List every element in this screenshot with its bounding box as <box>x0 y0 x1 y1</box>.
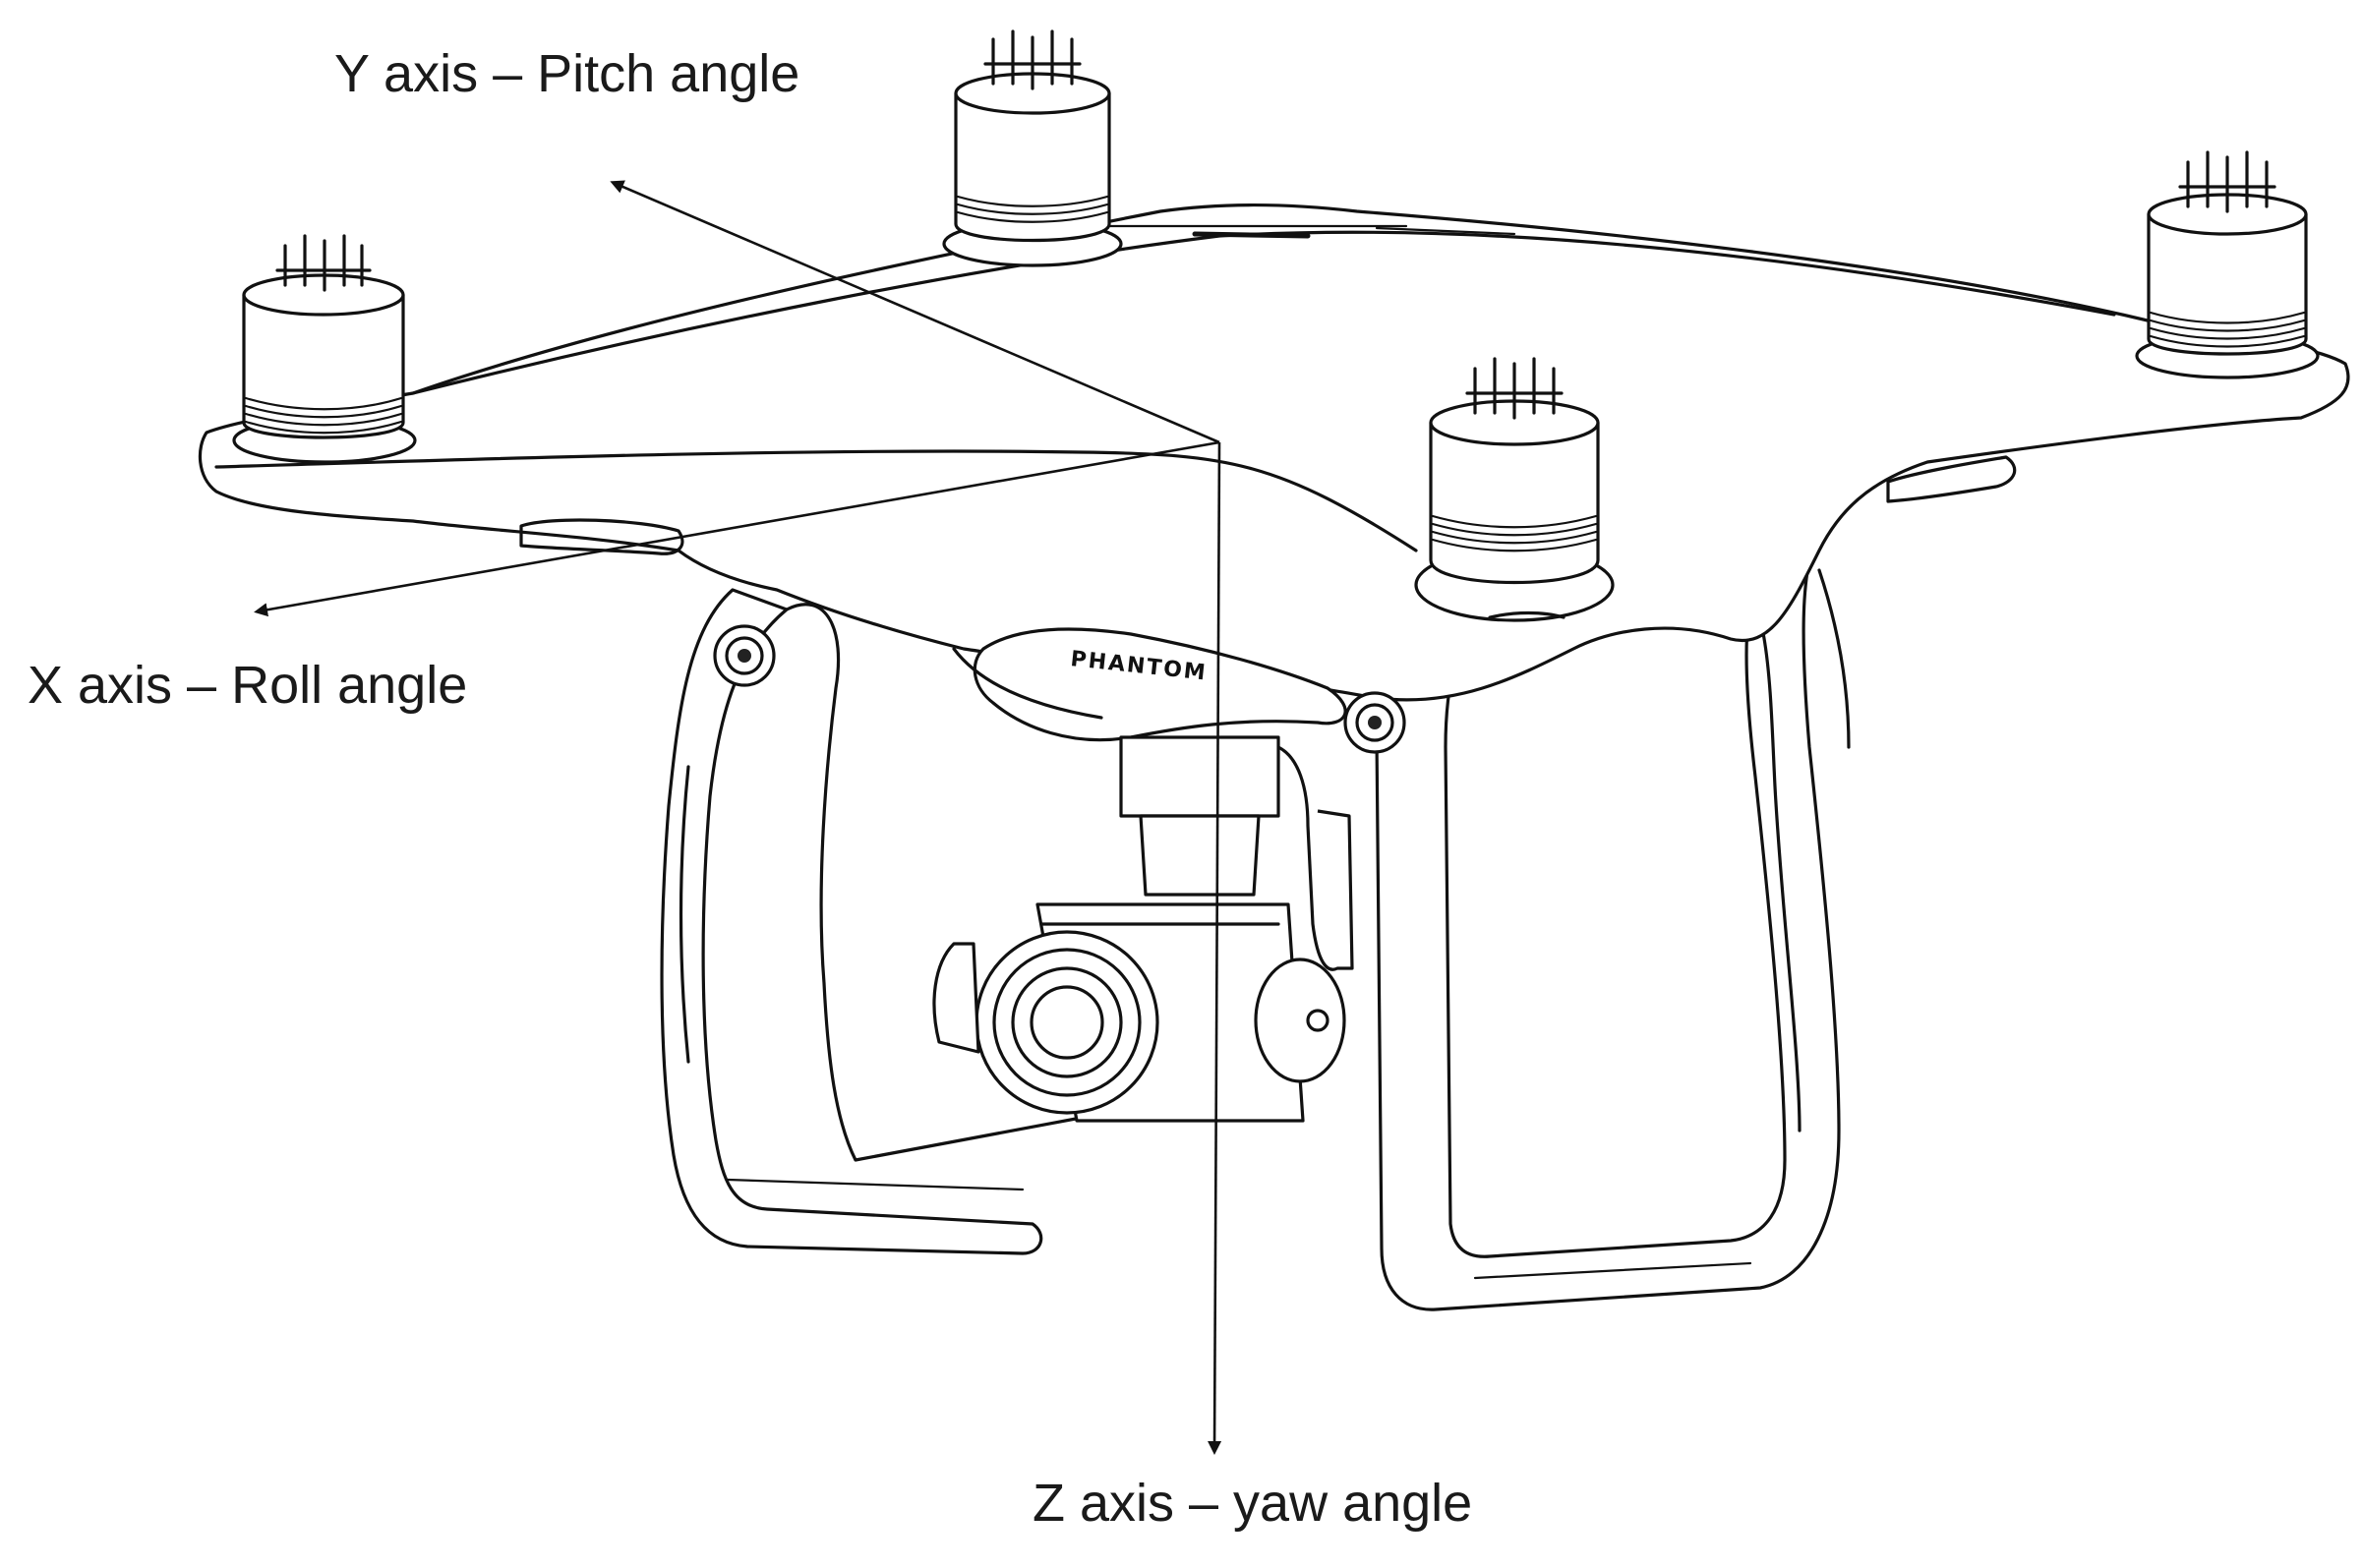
gimbal-camera <box>932 735 1354 1123</box>
motor-back-right <box>2135 150 2320 379</box>
axis-z-label: Z axis – yaw angle <box>1033 1474 1473 1533</box>
damper-right <box>1343 691 1406 754</box>
motor-front-right <box>1414 357 1615 622</box>
motor-back-left <box>942 29 1123 267</box>
motor-front-left <box>232 234 417 464</box>
drone-body: PHANTOM <box>198 203 2350 742</box>
damper-left <box>713 624 776 687</box>
axis-y-label: Y axis – Pitch angle <box>334 44 800 103</box>
axis-z-arrow <box>1208 441 1222 1455</box>
axis-y-arrow <box>610 180 1220 444</box>
axis-x-arrow <box>254 440 1220 617</box>
axis-x-label: X axis – Roll angle <box>28 656 468 715</box>
